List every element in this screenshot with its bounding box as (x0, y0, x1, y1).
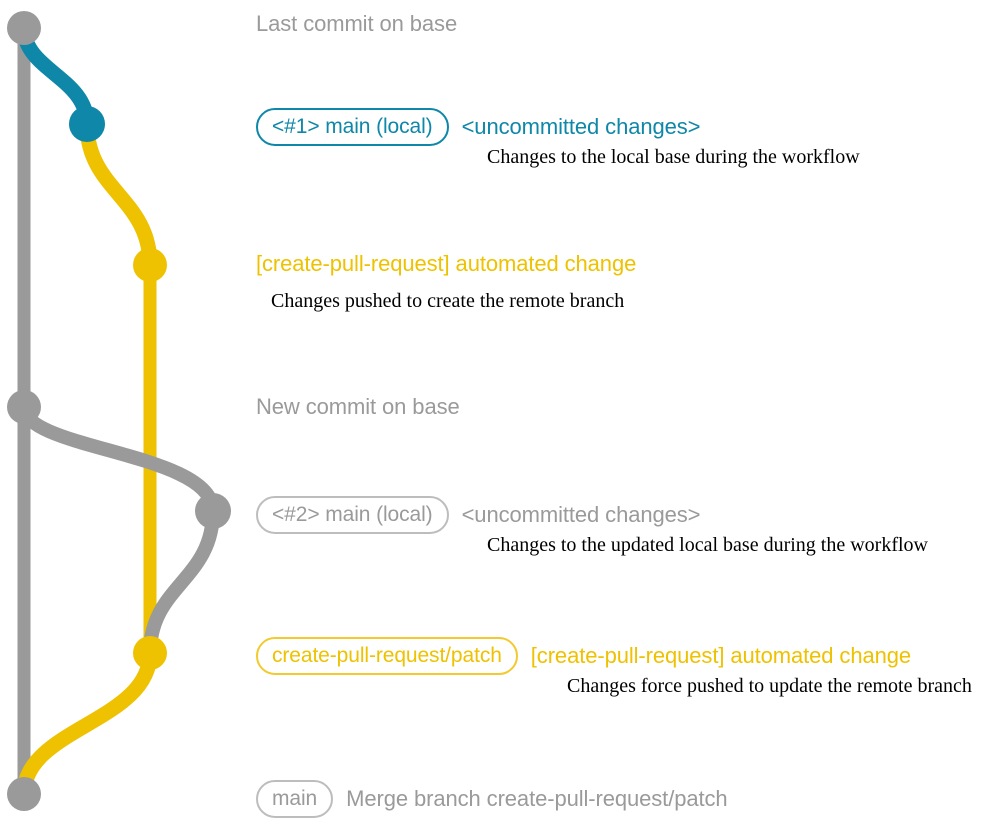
commit-title: Last commit on base (256, 11, 458, 36)
row-remote-patch: create-pull-request/patch [create-pull-r… (256, 637, 911, 675)
row-local-2: <#2> main (local) <uncommitted changes> (256, 496, 700, 534)
commit-title: <uncommitted changes> (461, 502, 701, 527)
remote-branch-edge-1 (79, 116, 158, 273)
row-last-commit-on-base: Last commit on base (256, 13, 457, 35)
branch-badge-main[interactable]: main (256, 780, 334, 818)
commit-title: New commit on base (256, 394, 460, 419)
merge-edge (16, 645, 158, 802)
local-to-remote-edge (143, 504, 220, 660)
node-local-commit-2[interactable] (195, 493, 231, 529)
node-pr-commit-2[interactable] (133, 636, 167, 670)
row-merge: main Merge branch create-pull-request/pa… (256, 780, 728, 818)
row-local-1: <#1> main (local) <uncommitted changes> (256, 108, 700, 146)
node-pr-commit-1[interactable] (133, 248, 167, 282)
row-local-1-description: Changes to the local base during the wor… (487, 146, 860, 168)
commit-title: [create-pull-request] automated change (256, 251, 637, 276)
node-local-commit[interactable] (69, 106, 105, 142)
row-remote-create-description: Changes pushed to create the remote bran… (271, 290, 625, 312)
commit-title: Merge branch create-pull-request/patch (346, 786, 728, 811)
branch-badge-main-local-2[interactable]: <#2> main (local) (256, 496, 449, 534)
branch-badge-create-pull-request-patch[interactable]: create-pull-request/patch (256, 637, 518, 675)
commit-title: [create-pull-request] automated change (530, 643, 912, 668)
row-local-2-description: Changes to the updated local base during… (487, 534, 928, 556)
node-base-top[interactable] (7, 11, 41, 45)
node-merge-commit[interactable] (7, 777, 41, 811)
node-base-new[interactable] (7, 390, 41, 424)
branch-badge-main-local-1[interactable]: <#1> main (local) (256, 108, 449, 146)
row-remote-patch-description: Changes force pushed to update the remot… (567, 675, 972, 697)
local-branch-edge-gray (17, 400, 220, 518)
row-new-commit-on-base: New commit on base (256, 396, 460, 418)
row-remote-create: [create-pull-request] automated change (256, 253, 636, 275)
commit-title: <uncommitted changes> (461, 114, 701, 139)
